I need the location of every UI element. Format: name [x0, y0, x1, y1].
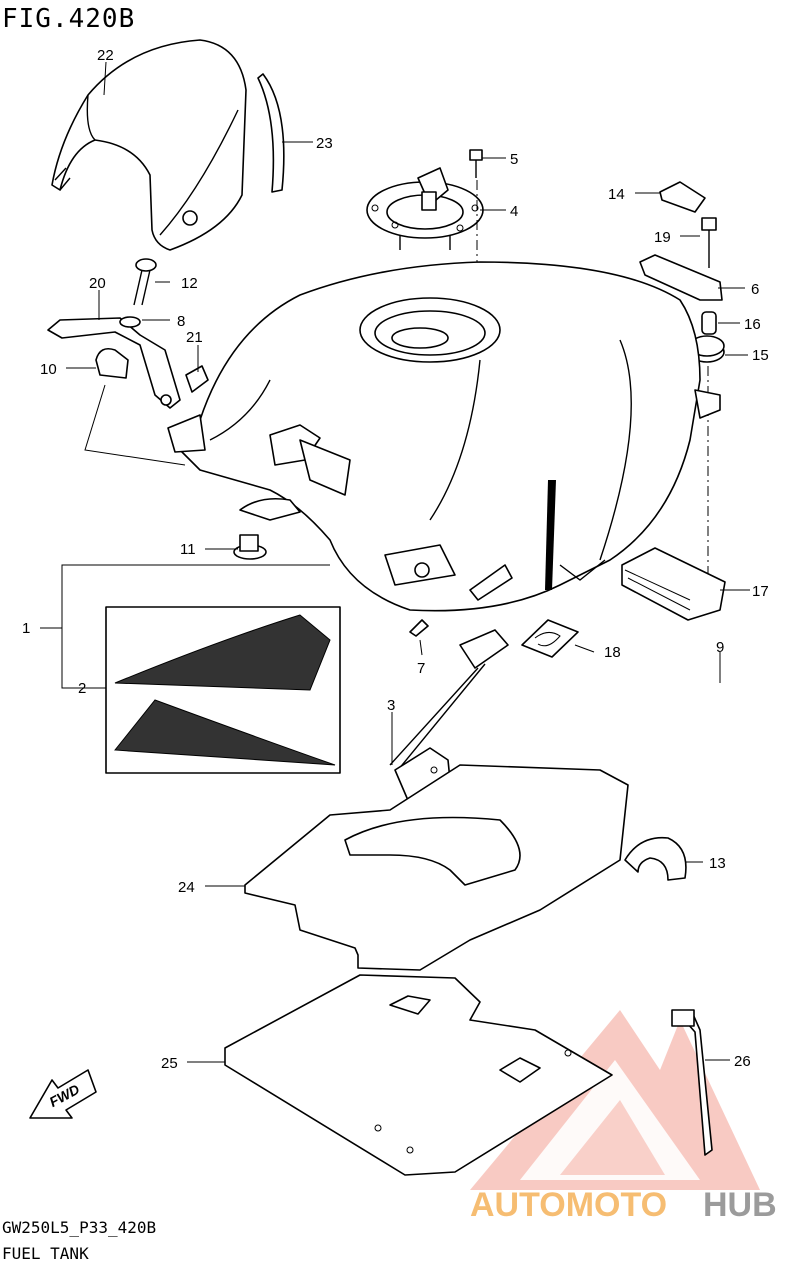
- callout-1: 1: [22, 620, 30, 637]
- callout-17: 17: [752, 583, 769, 600]
- callout-18: 18: [604, 644, 621, 661]
- callout-numbers: 22 23 5 4 14 19 6 16 15 20 12 8 21 10 11…: [22, 47, 769, 1072]
- part-23-strip: [257, 73, 285, 193]
- callout-15: 15: [752, 347, 769, 364]
- part-5-screw: [469, 149, 483, 178]
- fwd-arrow-icon: FWD: [29, 1069, 97, 1119]
- part-4-fuel-cap: [366, 167, 484, 250]
- figure-code: GW250L5_P33_420B: [2, 1218, 157, 1237]
- part-17-damper: [621, 547, 726, 621]
- part-11-grommet: [233, 534, 267, 560]
- callout-26: 26: [734, 1053, 751, 1070]
- callout-23: 23: [316, 135, 333, 152]
- figure-title: FIG.420B: [2, 4, 136, 34]
- callout-22: 22: [97, 47, 114, 64]
- callout-16: 16: [744, 316, 761, 333]
- figure-name: FUEL TANK: [2, 1244, 89, 1263]
- part-10-grommet: [95, 347, 129, 379]
- callout-3: 3: [387, 697, 395, 714]
- callout-14: 14: [608, 186, 625, 203]
- callout-2: 2: [78, 680, 86, 697]
- part-26-strap: [671, 1009, 713, 1156]
- part-20-bracket: [47, 317, 181, 409]
- callout-7: 7: [417, 660, 425, 677]
- callout-13: 13: [709, 855, 726, 872]
- part-24-pad: [244, 764, 629, 971]
- callout-9: 9: [716, 639, 724, 656]
- watermark-brand-part2: HUB: [703, 1186, 777, 1224]
- callout-24: 24: [178, 879, 195, 896]
- part-14-cap: [659, 181, 706, 213]
- watermark-brand-part1: AUTOMOTO: [470, 1186, 667, 1224]
- callout-6: 6: [751, 281, 759, 298]
- callout-25: 25: [161, 1055, 178, 1072]
- callout-8: 8: [177, 313, 185, 330]
- part-22-cowl: [51, 39, 247, 251]
- callout-21: 21: [186, 329, 203, 346]
- part-1-fuel-tank: [179, 261, 721, 612]
- callout-12: 12: [181, 275, 198, 292]
- callout-11: 11: [180, 541, 196, 558]
- part-21-strip: [185, 365, 209, 393]
- callout-20: 20: [89, 275, 106, 292]
- callout-10: 10: [40, 361, 57, 378]
- callout-19: 19: [654, 229, 671, 246]
- part-18-emblem: [521, 619, 579, 658]
- part-16-collar: [701, 311, 717, 335]
- watermark-logo: [470, 1010, 760, 1190]
- leader-lines: [40, 61, 750, 1063]
- part-7-clip: [409, 619, 429, 637]
- watermark-text: AUTOMOTO HUB: [470, 1186, 777, 1224]
- part-19-bolt: [701, 217, 717, 268]
- callout-4: 4: [510, 203, 518, 220]
- part-25-sheet: [224, 974, 613, 1176]
- part-13-clamp: [624, 836, 687, 881]
- part-2-decal-box: [105, 606, 341, 774]
- part-6-bracket: [639, 254, 723, 301]
- part-8-washer: [119, 316, 141, 328]
- part-12-bolt: [133, 258, 157, 306]
- callout-5: 5: [510, 151, 518, 168]
